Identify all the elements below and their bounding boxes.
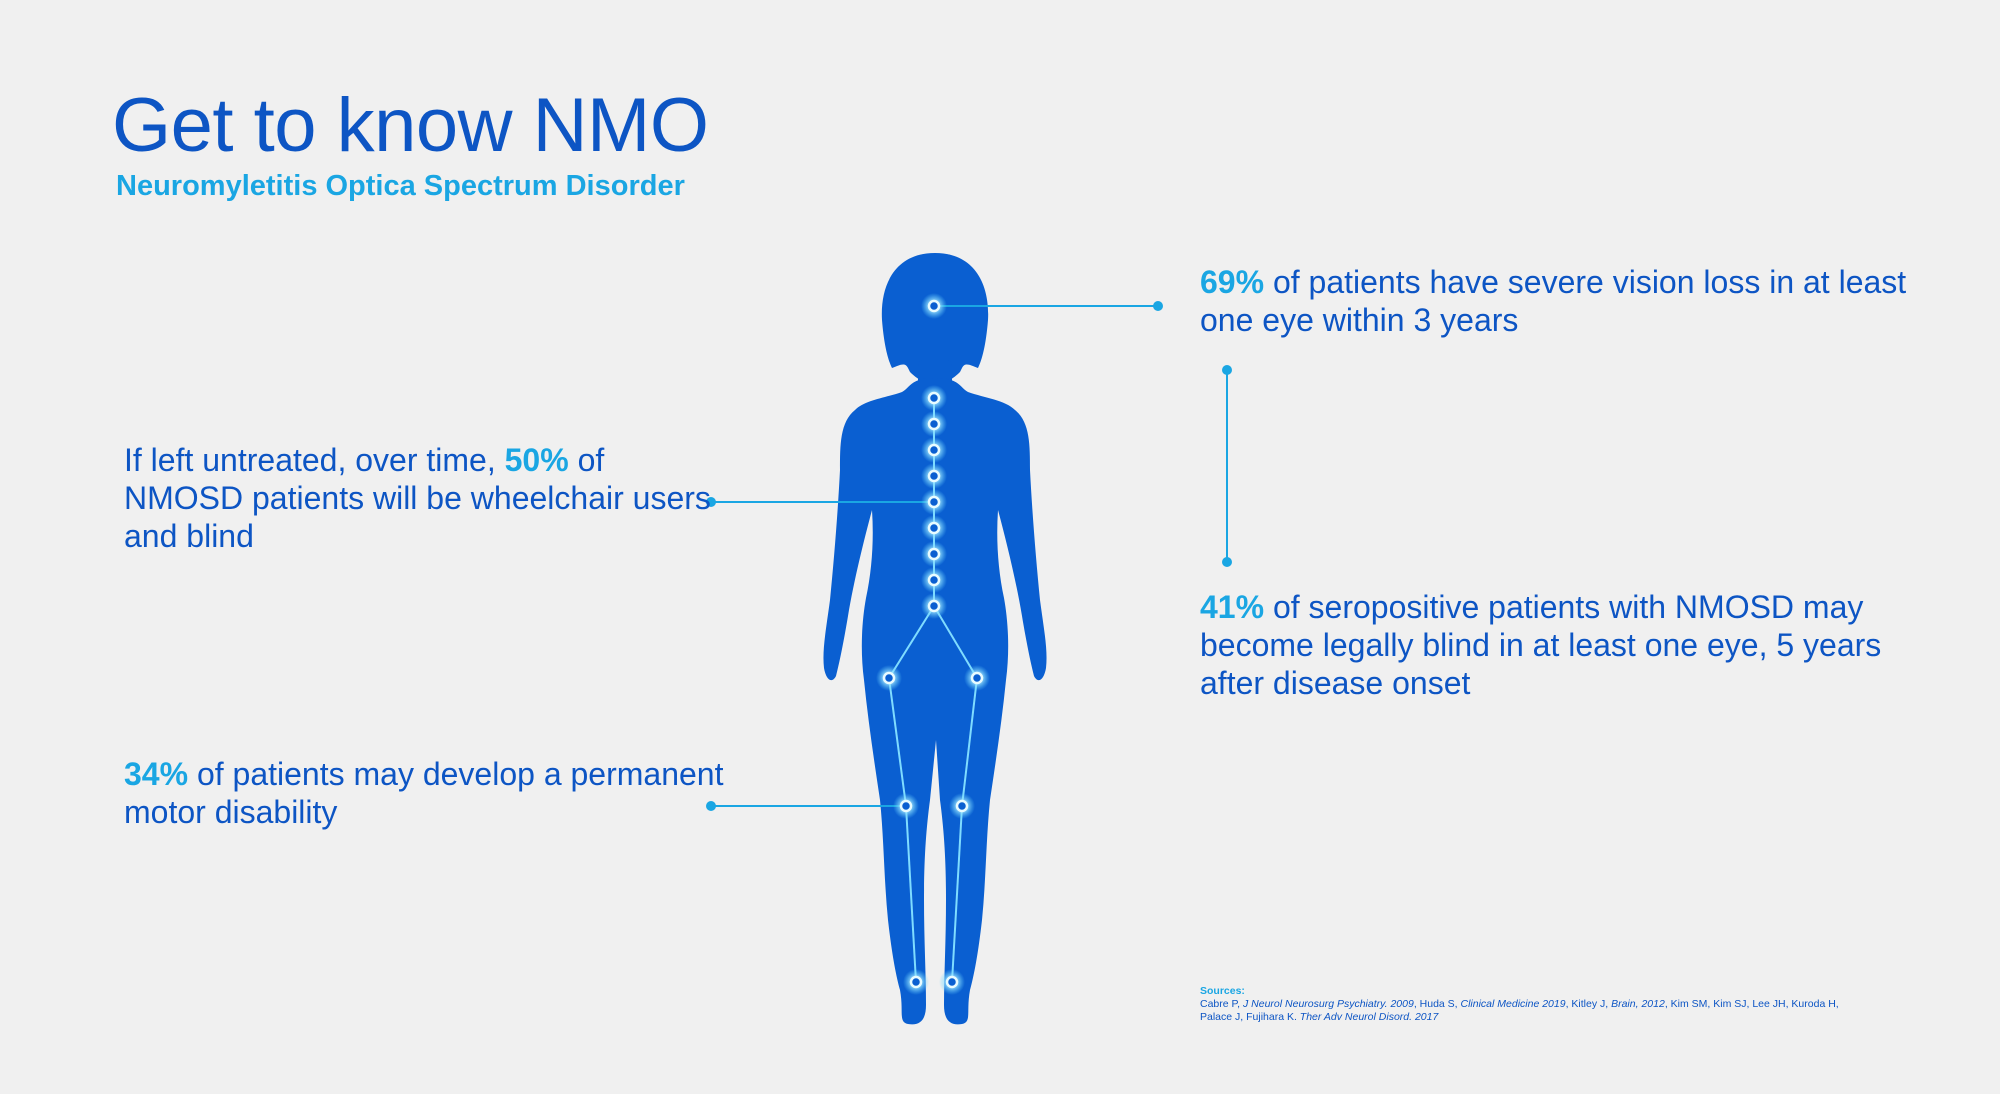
sources-part1: Cabre P, [1200, 998, 1243, 1010]
glow-node [882, 671, 896, 685]
connector-dot-vertical-top [1222, 365, 1232, 375]
stat-wheelchair-after: of NMOSD patients will be wheelchair use… [124, 442, 711, 554]
glow-node [927, 573, 941, 587]
glow-node [927, 599, 941, 613]
connector-end-dots [706, 301, 1232, 811]
leg-line-left-lower [905, 805, 917, 983]
stat-blind-text: of seropositive patients with NMOSD may … [1200, 589, 1882, 701]
glow-node [927, 443, 941, 457]
stat-wheelchair: If left untreated, over time, 50% of NMO… [124, 441, 724, 555]
stat-wheelchair-before: If left untreated, over time, [124, 442, 505, 478]
glow-node [945, 975, 959, 989]
hip-line-right [933, 605, 978, 679]
human-silhouette [823, 253, 1047, 1025]
sources-block: Sources: Cabre P, J Neurol Neurosurg Psy… [1200, 985, 1840, 1024]
glow-node [955, 799, 969, 813]
connector-dot-motor [706, 801, 716, 811]
stat-blind-highlight: 41% [1200, 589, 1265, 625]
glow-node [927, 521, 941, 535]
leg-line-left-upper [888, 677, 907, 807]
sources-part4: , Kim SM, Kim SJ, Lee JH, Kuroda H, Pala… [1200, 998, 1839, 1023]
glow-node [927, 417, 941, 431]
sources-journal3: Brain, 2012 [1611, 998, 1665, 1010]
glow-node [927, 299, 941, 313]
glow-node [927, 495, 941, 509]
sources-part2: , Huda S, [1413, 998, 1461, 1010]
glow-node [927, 391, 941, 405]
stat-wheelchair-highlight: 50% [504, 442, 569, 478]
connector-dot-wheelchair [706, 497, 716, 507]
glow-node [927, 469, 941, 483]
sources-part3: , Kitley J, [1565, 998, 1612, 1010]
stat-vision-text: of patients have severe vision loss in a… [1200, 264, 1907, 338]
stat-vision-loss: 69% of patients have severe vision loss … [1200, 263, 1920, 339]
page-subtitle: Neuromyletitis Optica Spectrum Disorder [116, 170, 685, 202]
sources-journal2: Clinical Medicine 2019 [1460, 998, 1566, 1010]
sources-journal4: Ther Adv Neurol Disord. 2017 [1299, 1011, 1439, 1023]
glow-nodes [876, 293, 990, 995]
glow-node [970, 671, 984, 685]
hip-line-left [888, 605, 935, 679]
leg-line-right-upper [961, 677, 978, 807]
stat-legally-blind: 41% of seropositive patients with NMOSD … [1200, 588, 1920, 702]
stat-motor-highlight: 34% [124, 756, 189, 792]
stat-vision-highlight: 69% [1200, 264, 1265, 300]
glow-node [909, 975, 923, 989]
glow-node [927, 547, 941, 561]
connector-dot-vision [1153, 301, 1163, 311]
connector-dot-vertical-bottom [1222, 557, 1232, 567]
sources-journal1: J Neurol Neurosurg Psychiatry. 2009 [1243, 998, 1414, 1010]
sources-label: Sources: [1200, 985, 1245, 997]
stat-motor-disability: 34% of patients may develop a permanent … [124, 755, 724, 831]
leg-line-right-lower [951, 805, 963, 983]
page-title: Get to know NMO [112, 83, 709, 168]
glow-node [899, 799, 913, 813]
connectors [711, 305, 1228, 807]
stat-motor-text: of patients may develop a permanent moto… [124, 756, 724, 830]
torso-shape [823, 378, 1047, 1025]
